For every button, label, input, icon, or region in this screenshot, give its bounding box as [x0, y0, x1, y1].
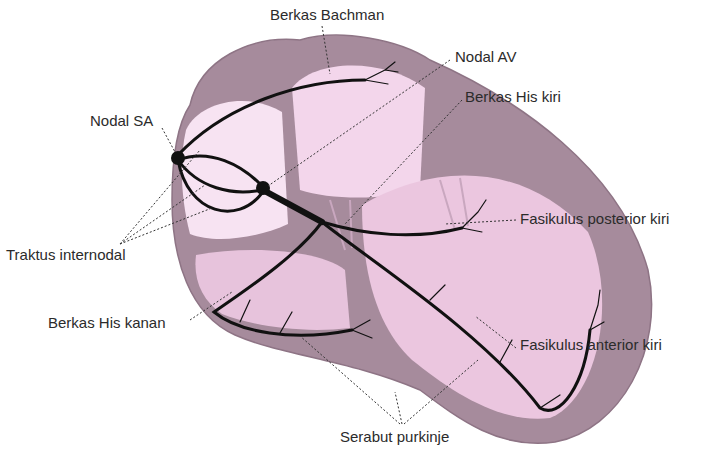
- part-label: Serabut purkinje: [340, 428, 449, 446]
- leader-line: [345, 100, 462, 224]
- internodal-tract: [178, 160, 262, 192]
- leader-line: [162, 128, 175, 152]
- leader-line: [322, 26, 330, 74]
- leader-line: [404, 360, 478, 424]
- leader-line: [190, 292, 232, 320]
- sa-node: [171, 151, 185, 165]
- part-label: Berkas Bachman: [270, 6, 384, 24]
- part-label: Nodal SA: [90, 112, 153, 130]
- bachmann-bundle: [178, 80, 365, 155]
- leader-line: [395, 392, 402, 424]
- internodal-tract: [178, 160, 262, 211]
- right-atrium: [182, 101, 288, 239]
- right-ventricle: [195, 250, 350, 330]
- valve: [330, 178, 468, 250]
- part-label: Fasikulus anterior kiri: [520, 336, 662, 354]
- leader-line: [268, 60, 450, 186]
- av-node: [256, 181, 270, 195]
- part-label: Traktus internodal: [6, 246, 126, 264]
- leader-line: [120, 185, 205, 244]
- part-label: Nodal AV: [455, 48, 516, 66]
- heart-outline: [172, 35, 652, 443]
- right-bundle: [214, 222, 352, 335]
- leader-line: [120, 208, 212, 244]
- leader-lines: [120, 26, 516, 424]
- part-label: Fasikulus posterior kiri: [520, 210, 669, 228]
- leader-line: [445, 220, 516, 224]
- conduction-system: [178, 62, 604, 410]
- left-anterior-fascicle: [322, 222, 590, 410]
- leader-line: [300, 336, 400, 424]
- part-label: Berkas His kiri: [465, 88, 561, 106]
- leader-line: [120, 150, 200, 244]
- bachmann-branches: [365, 62, 398, 84]
- his-bundle: [263, 190, 322, 222]
- leader-line: [475, 316, 516, 348]
- purkinje-fibers: [240, 200, 604, 408]
- left-posterior-fascicle: [322, 222, 462, 235]
- part-label: Berkas His kanan: [48, 314, 166, 332]
